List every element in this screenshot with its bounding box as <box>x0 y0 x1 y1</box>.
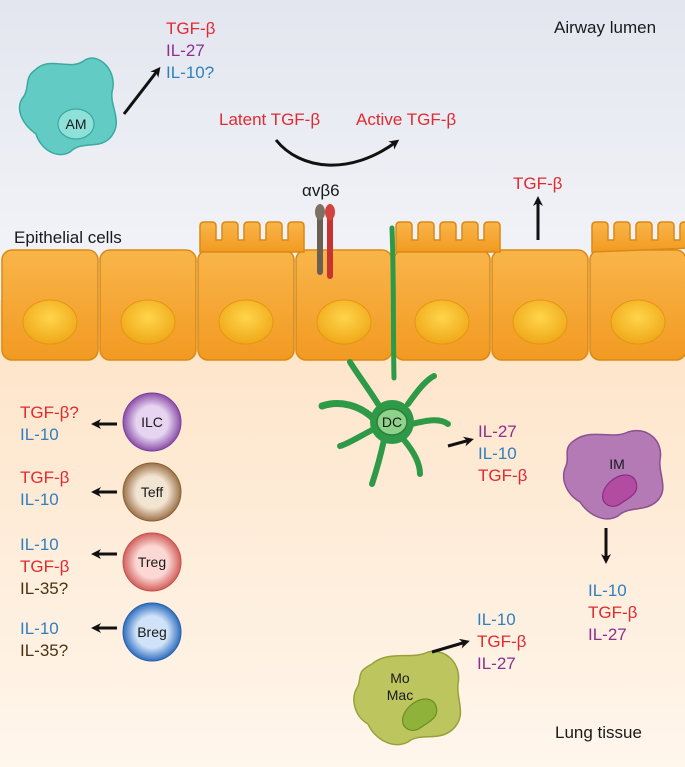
am-output: TGF-β <box>166 19 216 38</box>
momac-output: TGF-β <box>477 632 527 651</box>
teff-output: TGF-β <box>20 468 70 487</box>
activation-arrow <box>274 139 400 167</box>
breg-cell <box>122 602 182 662</box>
dendritic-cell <box>318 225 451 487</box>
epithelial-tgf-label: TGF-β <box>513 174 563 193</box>
momac-output: IL-27 <box>477 654 516 673</box>
treg-output: IL-10 <box>20 535 59 554</box>
dc-arrow <box>447 436 474 448</box>
integrin-avb6 <box>315 204 335 279</box>
treg-label: Treg <box>137 554 167 570</box>
breg-label: Breg <box>137 624 167 640</box>
treg-output: TGF-β <box>20 557 70 576</box>
nucleus <box>610 299 666 345</box>
teff-output: IL-10 <box>20 490 59 509</box>
dc-output: TGF-β <box>478 466 528 485</box>
latent-tgf-label: Latent TGF-β <box>219 110 321 129</box>
am-output: IL-27 <box>166 41 205 60</box>
nucleus <box>414 299 470 345</box>
epithelial-nuclei <box>22 299 666 345</box>
am-label: AM <box>65 116 87 132</box>
ilc-output: TGF-β? <box>20 403 79 422</box>
nucleus <box>218 299 274 345</box>
am-secretion-arrow <box>122 66 161 115</box>
microvilli <box>591 221 685 253</box>
momac-label-line1: Mo <box>390 670 410 686</box>
lung-tissue-region <box>0 300 685 767</box>
im-label: IM <box>609 456 625 472</box>
dc-output: IL-10 <box>478 444 517 463</box>
momac-arrow <box>431 638 470 654</box>
ilc-cell <box>122 392 182 452</box>
dc-label: DC <box>381 414 403 430</box>
treg-cell <box>122 532 182 592</box>
airway-lumen-label: Airway lumen <box>554 18 657 37</box>
microvilli <box>199 221 305 253</box>
im-output: IL-10 <box>588 581 627 600</box>
ilc-label: ILC <box>141 414 163 430</box>
nucleus <box>22 299 78 345</box>
im-output: IL-27 <box>588 625 627 644</box>
monocyte-macrophage <box>353 650 462 746</box>
microvilli <box>395 221 501 253</box>
lung-tissue-label: Lung tissue <box>555 723 642 742</box>
treg-output: IL-35? <box>20 579 69 598</box>
arrows <box>91 66 611 654</box>
epithelial-cells-label: Epithelial cells <box>14 228 122 247</box>
interstitial-macrophage <box>562 429 664 520</box>
breg-output: IL-10 <box>20 619 59 638</box>
momac-output: IL-10 <box>477 610 516 629</box>
alveolar-macrophage <box>18 57 118 156</box>
active-tgf-label: Active TGF-β <box>356 110 457 129</box>
nucleus <box>512 299 568 345</box>
integrin-label: αvβ6 <box>302 181 340 200</box>
im-output: TGF-β <box>588 603 638 622</box>
nucleus <box>120 299 176 345</box>
ilc-output: IL-10 <box>20 425 59 444</box>
am-output: IL-10? <box>166 63 215 82</box>
teff-label: Teff <box>140 484 164 500</box>
teff-cell <box>122 462 182 522</box>
momac-label-line2: Mac <box>386 687 414 703</box>
breg-output: IL-35? <box>20 641 69 660</box>
dc-output: IL-27 <box>478 422 517 441</box>
nucleus <box>316 299 372 345</box>
